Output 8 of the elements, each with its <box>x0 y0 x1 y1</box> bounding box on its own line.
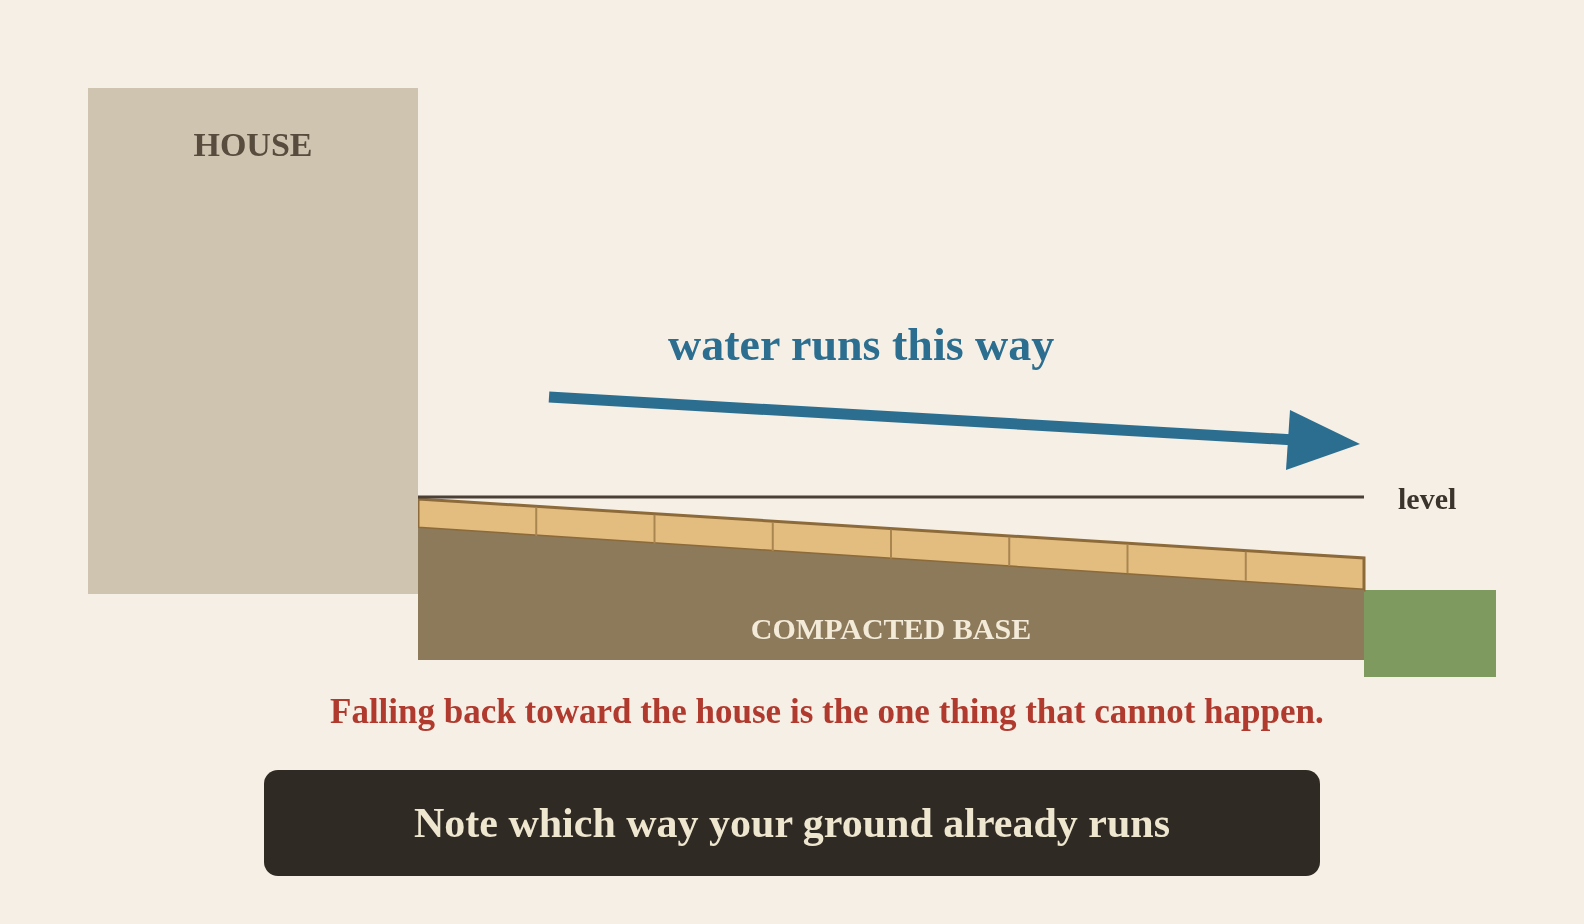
layer-label: COMPACTED BASE <box>750 612 1032 646</box>
flow-label: water runs this way <box>668 318 1055 371</box>
layer-label: HOUSE <box>193 126 313 164</box>
level-label: level <box>1398 482 1457 516</box>
warning-text: Falling back toward the house is the one thing that cannot happen. <box>330 692 1324 732</box>
house-block <box>88 88 418 594</box>
note-banner <box>264 770 1320 876</box>
note-text: Note which way your ground already runs <box>413 799 1171 847</box>
